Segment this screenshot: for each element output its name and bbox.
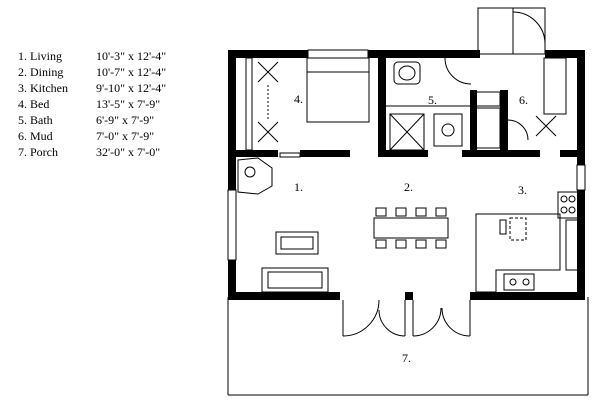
front-doors — [342, 299, 471, 337]
room-number-dining: 2. — [404, 180, 413, 194]
closet-door — [257, 61, 279, 83]
dining-table — [373, 217, 449, 239]
bed — [306, 57, 370, 123]
legend-label: 6. Mud — [18, 129, 53, 143]
corner-fireplace — [237, 157, 273, 195]
coffee-table — [275, 231, 319, 255]
room-number-bed: 4. — [294, 92, 303, 106]
exterior-walls — [228, 50, 585, 300]
entry-stoop — [477, 7, 546, 55]
dining-set — [373, 207, 449, 249]
legend-dimensions: 10'-7" x 12'-4" — [96, 65, 167, 79]
legend-label: 7. Porch — [18, 145, 58, 159]
room-number-living: 1. — [294, 180, 303, 194]
legend-label: 2. Dining — [18, 65, 64, 79]
porch — [227, 297, 589, 396]
utility-box — [475, 91, 501, 107]
bath-door-swing — [444, 57, 472, 85]
kitchen-sink — [503, 273, 535, 291]
legend-dimensions: 9'-10" x 12'-4" — [96, 81, 167, 95]
legend-label: 3. Kitchen — [18, 81, 68, 95]
legend-label: 5. Bath — [18, 113, 53, 127]
legend-dimensions: 13'-5" x 7'-9" — [96, 97, 161, 111]
sink — [433, 113, 463, 147]
legend-label: 1. Living — [18, 49, 62, 63]
living-furniture — [237, 157, 329, 293]
range — [557, 191, 579, 219]
bedroom — [245, 57, 370, 151]
interior-walls — [228, 50, 585, 157]
legend-dimensions: 7'-0" x 7'-9" — [96, 129, 155, 143]
legend-dimensions: 10'-3" x 12'-4" — [96, 49, 167, 63]
legend-label: 4. Bed — [18, 97, 50, 111]
room-number-porch: 7. — [402, 351, 411, 365]
shower — [389, 113, 425, 151]
room-numbers: 4. 5. 6. 1. 2. 3. 7. — [294, 92, 528, 365]
legend-dimensions: 32'-0" x 7'-0" — [96, 145, 161, 159]
mud-room — [475, 57, 567, 149]
legend-dimensions: 6'-9" x 7'-9" — [96, 113, 155, 127]
kitchen — [475, 191, 579, 293]
room-number-mud: 6. — [519, 93, 528, 107]
room-number-kitchen: 3. — [518, 183, 527, 197]
kitchen-counter — [475, 213, 561, 293]
closet-door — [535, 115, 557, 137]
toilet — [393, 61, 421, 85]
closet-door — [257, 121, 279, 143]
bathroom — [386, 57, 472, 151]
sofa — [261, 267, 329, 293]
room-number-bath: 5. — [428, 93, 437, 107]
